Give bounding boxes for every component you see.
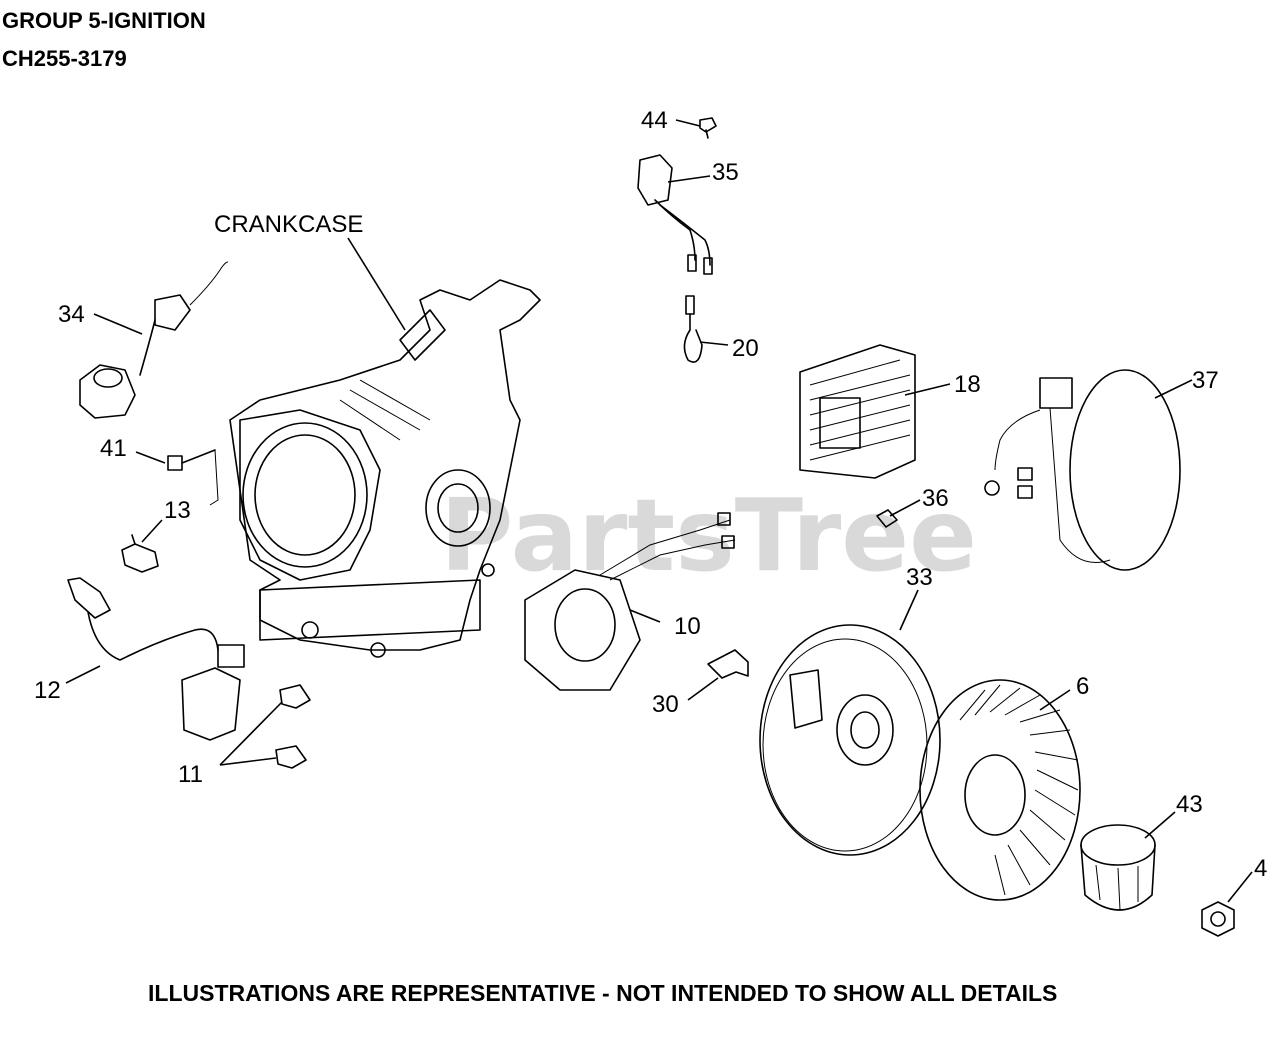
callout-20: 20 [732, 335, 759, 362]
switch-35-part[interactable] [637, 154, 713, 275]
callout-33: 33 [906, 564, 933, 591]
ignition-coil-12-part[interactable] [67, 577, 245, 741]
spark-plug-13-part[interactable] [121, 534, 159, 573]
bolts-11-part[interactable] [275, 684, 311, 769]
connector-20-part[interactable] [683, 295, 703, 363]
disclaimer-note: ILLUSTRATIONS ARE REPRESENTATIVE - NOT I… [148, 980, 1058, 1006]
crankcase-part[interactable] [229, 279, 541, 658]
screw-44-part[interactable] [699, 117, 717, 139]
harness-37-part[interactable] [984, 369, 1181, 571]
callout-11: 11 [178, 761, 203, 788]
fan-6-part[interactable] [919, 679, 1081, 901]
stator-10-part[interactable] [524, 512, 736, 691]
callout-37: 37 [1192, 367, 1219, 394]
nut-4-part[interactable] [1201, 901, 1235, 937]
callout-30: 30 [652, 691, 679, 718]
callout-34: 34 [58, 301, 85, 328]
leader-lines [65, 119, 1253, 903]
callout-crankcase: CRANKCASE [214, 211, 363, 238]
rectifier-18-part[interactable] [799, 344, 916, 479]
callout-6: 6 [1076, 673, 1089, 700]
flywheel-33-part[interactable] [759, 624, 941, 856]
engine-model: CH255-3179 [2, 46, 127, 71]
callout-labels: CRANKCASE 44 35 34 20 18 37 41 13 36 33 … [34, 107, 1267, 882]
callout-18: 18 [954, 371, 981, 398]
callout-13: 13 [164, 497, 191, 524]
callout-12: 12 [34, 677, 61, 704]
callout-35: 35 [712, 159, 739, 186]
callout-10: 10 [674, 613, 701, 640]
callout-4: 4 [1254, 855, 1267, 882]
callout-36: 36 [922, 485, 949, 512]
bracket-30-part[interactable] [707, 649, 749, 679]
diagram-title: GROUP 5-IGNITION [2, 8, 206, 33]
callout-41: 41 [100, 435, 127, 462]
sensor-34-part[interactable] [79, 261, 229, 419]
screw-41-part[interactable] [167, 449, 219, 506]
clip-36-part[interactable] [876, 509, 898, 528]
callout-44: 44 [641, 107, 668, 134]
cup-43-part[interactable] [1080, 824, 1156, 911]
watermark: PartsTree [440, 477, 977, 594]
callout-43: 43 [1176, 791, 1203, 818]
